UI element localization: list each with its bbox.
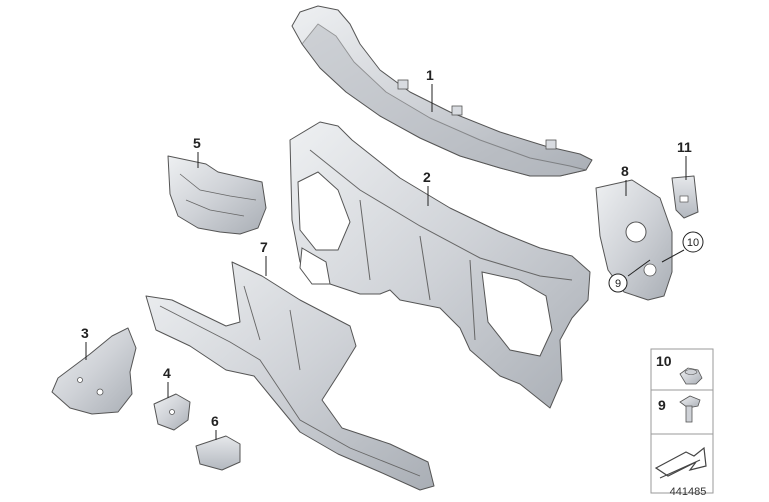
part-11-small-bracket[interactable] [671,175,699,219]
part-3-side-bracket[interactable] [51,327,137,415]
part-4-small-bracket[interactable] [153,393,191,431]
part-5-reinforcement[interactable] [167,155,267,235]
nut-icon [679,367,703,385]
fastener-legend: 10 9 [650,348,714,494]
circled-callout-10: 10 [682,231,704,253]
callout-2: 2 [423,169,431,185]
svg-text:9: 9 [615,278,621,290]
legend-label-10: 10 [656,353,672,369]
callout-7: 7 [260,239,268,255]
part-6-small-plate[interactable] [195,435,241,471]
part-1-upper-cross-member[interactable] [291,5,593,177]
callout-8: 8 [621,163,629,179]
legend-label-9: 9 [658,397,666,413]
diagram-number: 441485 [670,486,707,498]
callout-3: 3 [81,325,89,341]
part-2-bulkhead[interactable] [289,121,591,409]
callout-6: 6 [211,413,219,429]
part-7-floor-tunnel[interactable] [145,261,435,491]
bolt-icon [679,395,701,423]
leader-lines [85,84,687,440]
callout-1: 1 [426,67,434,83]
callout-5: 5 [193,135,201,151]
callout-4: 4 [163,365,171,381]
callout-11: 11 [677,139,692,155]
svg-text:10: 10 [687,237,699,249]
part-8-side-panel[interactable] [595,179,673,301]
direction-arrow-icon [654,446,707,479]
circled-callout-9: 9 [608,273,628,293]
